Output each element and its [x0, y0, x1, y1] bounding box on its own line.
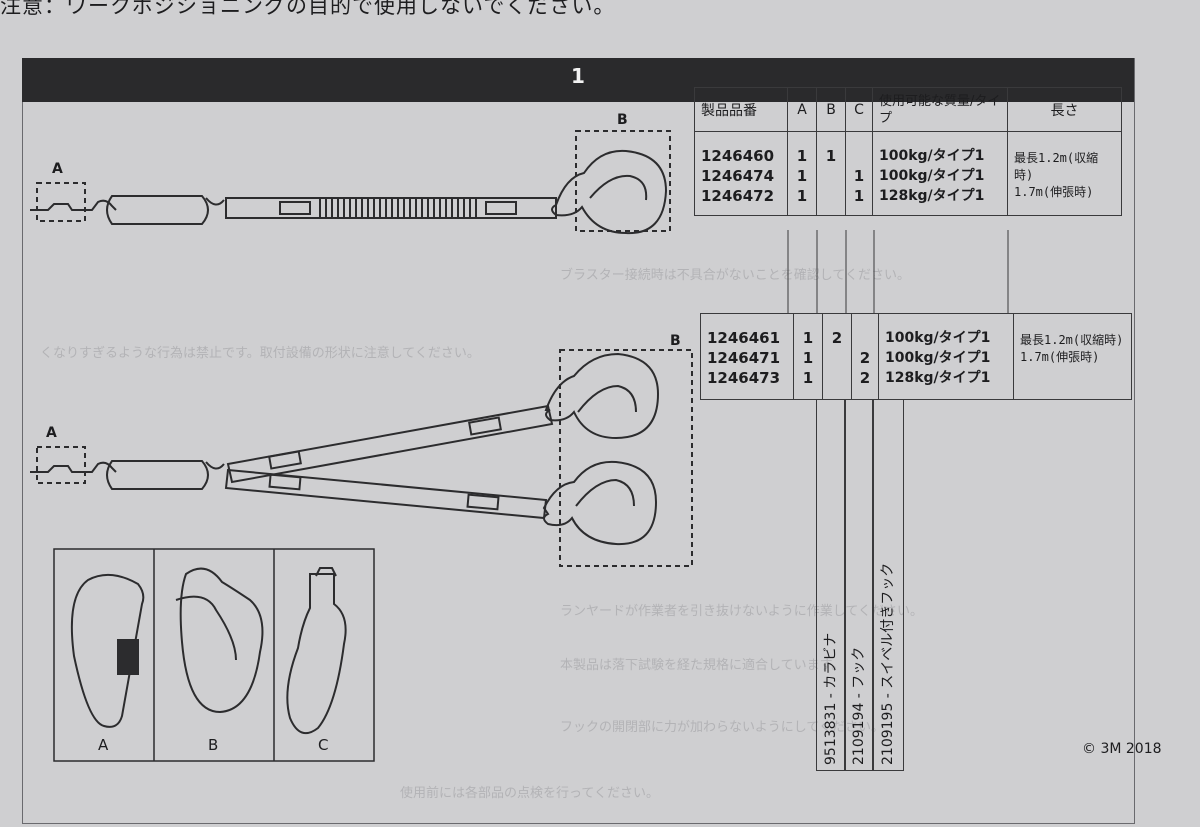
qty-a: 1 — [796, 167, 808, 185]
legend-hook: 2109194 - フック — [851, 646, 867, 765]
bleed-line: 本製品は落下試験を経た規格に適合しています。 — [560, 658, 845, 673]
product-code: 1246460 — [701, 147, 775, 165]
bleed-line: ブラスター接続時は不具合がないことを確認してください。 — [560, 268, 910, 283]
bleed-line: ランヤードが作業者を引き抜けないように作業してください。 — [560, 604, 923, 619]
product-code: 1246474 — [701, 167, 775, 185]
header-code: 製品品番 — [694, 87, 788, 132]
qty-a: 1 — [802, 329, 814, 347]
mass-type: 128kg/タイプ1 — [879, 188, 985, 204]
mass-type: 128kg/タイプ1 — [885, 370, 991, 386]
qty-a: 1 — [796, 147, 808, 165]
header-mass: 使用可能な質量/タイプ — [872, 87, 1008, 132]
product-table-double: 1246461 1246471 1246473 1 1 1 2 2 2 100k… — [700, 313, 1132, 400]
label-b-1: B — [617, 112, 628, 128]
product-code: 1246473 — [707, 369, 781, 387]
qty-c: 2 — [859, 349, 871, 367]
mass-type: 100kg/タイプ1 — [879, 168, 985, 184]
mass-type: 100kg/タイプ1 — [885, 330, 991, 346]
qty-b: 1 — [825, 147, 837, 165]
warning-notice: 注意：ワークポジショニングの目的で使用しないでください。 — [0, 0, 616, 18]
length-value: 最長1.2m(収縮時) — [1020, 333, 1124, 347]
qty-c: 1 — [853, 187, 865, 205]
product-code: 1246461 — [707, 329, 781, 347]
product-code: 1246471 — [707, 349, 781, 367]
qty-c: 2 — [859, 369, 871, 387]
mass-type: 100kg/タイプ1 — [879, 148, 985, 164]
mass-type: 100kg/タイプ1 — [885, 350, 991, 366]
length-value: 1.7m(伸張時) — [1020, 350, 1100, 364]
header-a: A — [787, 87, 817, 132]
section-number: 1 — [571, 64, 585, 88]
header-c: C — [845, 87, 873, 132]
legend-carabiner: 9513831 - カラビナ — [823, 632, 839, 765]
legend-column-swivel — [872, 399, 904, 771]
bleed-line: フックの開閉部に力が加わらないようにしてください。 — [560, 720, 884, 735]
qty-a: 1 — [802, 349, 814, 367]
bleed-line: 使用前には各部品の点検を行ってください。 — [400, 786, 659, 801]
legend-column-hook — [844, 399, 874, 771]
label-a-1: A — [52, 161, 63, 177]
header-b: B — [816, 87, 846, 132]
caption-a: A — [98, 736, 109, 754]
caption-c: C — [318, 736, 329, 754]
qty-c: 1 — [853, 167, 865, 185]
copyright: © 3M 2018 — [1082, 741, 1162, 757]
qty-a: 1 — [796, 187, 808, 205]
label-a-2: A — [46, 425, 57, 441]
product-code: 1246472 — [701, 187, 775, 205]
qty-a: 1 — [802, 369, 814, 387]
qty-b: 2 — [831, 329, 843, 347]
product-table-single: 製品品番 A B C 使用可能な質量/タイプ 長さ 1246460 124647… — [694, 87, 1122, 216]
legend-swivel-hook: 2109195 - スイベル付きフック — [880, 562, 896, 765]
legend-column-carabiner — [816, 399, 846, 771]
header-length: 長さ — [1007, 87, 1122, 132]
length-value: 最長1.2m(収縮時) — [1014, 151, 1099, 182]
caption-b: B — [208, 736, 219, 754]
label-b-2: B — [670, 333, 681, 349]
bleed-line: くなりすぎるような行為は禁止です。取付設備の形状に注意してください。 — [40, 346, 480, 361]
length-value: 1.7m(伸張時) — [1014, 185, 1094, 199]
